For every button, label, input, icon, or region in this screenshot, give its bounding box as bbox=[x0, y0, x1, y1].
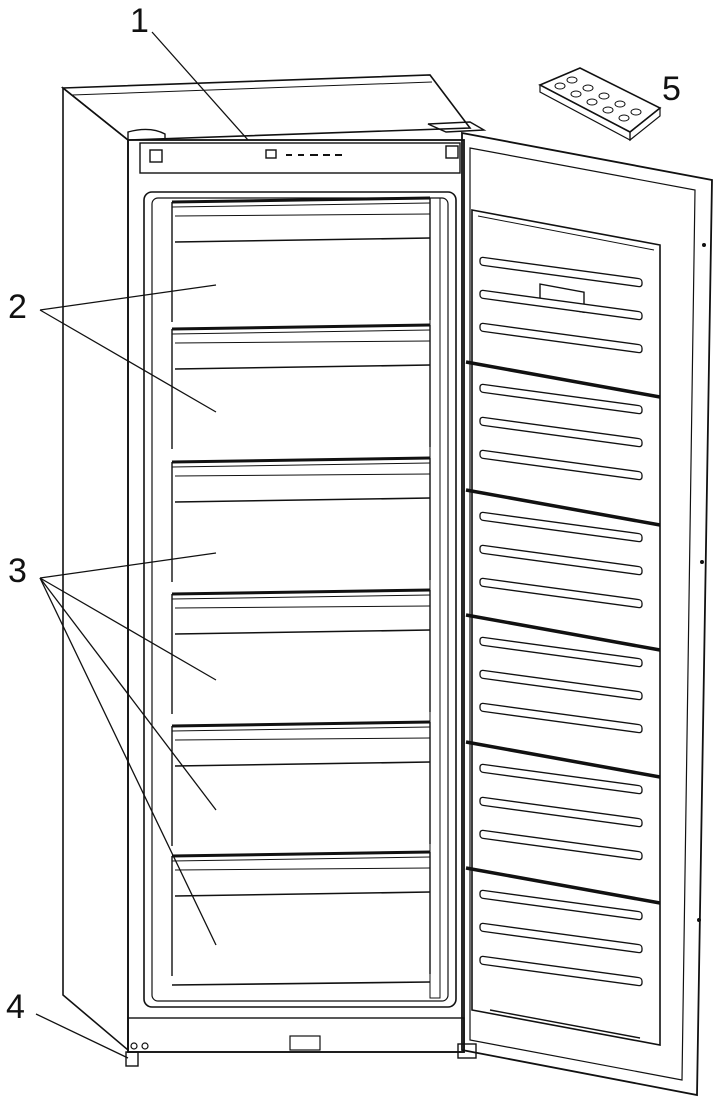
leader-1 bbox=[151, 31, 249, 141]
door-bin-5 bbox=[465, 740, 661, 861]
shelf-rail bbox=[171, 323, 431, 331]
callout-leaders bbox=[35, 31, 249, 1059]
shelf-rail bbox=[171, 196, 431, 204]
ice-tray-cell bbox=[614, 100, 626, 108]
cabinet-side-panel bbox=[62, 86, 129, 1052]
door-bin-slot bbox=[479, 669, 643, 701]
drawer-1 bbox=[171, 196, 431, 322]
callout-3: 3 bbox=[8, 552, 27, 590]
door-bin-6 bbox=[465, 866, 661, 987]
cabinet-top-panel bbox=[60, 74, 472, 141]
ice-tray-cell bbox=[566, 76, 578, 84]
door-bin-3 bbox=[465, 488, 661, 609]
door-bin-slot bbox=[479, 289, 643, 321]
leader-2b bbox=[39, 309, 217, 413]
door bbox=[427, 121, 713, 1097]
door-bin-divider bbox=[465, 866, 661, 905]
ice-tray-cell bbox=[582, 84, 594, 92]
drawer-front-edge bbox=[174, 364, 431, 370]
ice-tray-cells bbox=[554, 76, 642, 122]
door-bin-2 bbox=[465, 360, 661, 481]
door-bin-slot bbox=[479, 889, 643, 921]
door-bin-slot bbox=[479, 256, 643, 288]
ice-tray-cell bbox=[570, 90, 582, 98]
drawer-bottom-edge bbox=[171, 981, 431, 986]
callout-5: 5 bbox=[662, 70, 681, 108]
door-bin-slot bbox=[479, 383, 643, 415]
shelf-rail bbox=[171, 456, 431, 464]
shelf-rail bbox=[171, 588, 431, 596]
ice-tray-cell bbox=[598, 92, 610, 100]
drawer-2 bbox=[171, 323, 431, 449]
door-bin-slot bbox=[479, 577, 643, 609]
drawer-front-edge bbox=[174, 629, 431, 635]
control-panel-button bbox=[149, 149, 163, 163]
door-bin-divider bbox=[465, 613, 661, 652]
door-bin-slot bbox=[479, 829, 643, 861]
plinth-grille bbox=[289, 1035, 321, 1051]
door-bin-slot bbox=[479, 955, 643, 987]
ice-tray-cell bbox=[618, 114, 630, 122]
door-bin-slot bbox=[479, 322, 643, 354]
leader-3d bbox=[39, 577, 217, 946]
door-bin-slot bbox=[479, 796, 643, 828]
control-panel bbox=[139, 142, 461, 174]
door-bin-slot bbox=[479, 449, 643, 481]
callout-1: 1 bbox=[130, 2, 149, 40]
drawer-4 bbox=[171, 588, 431, 714]
ice-tray-cell bbox=[554, 82, 566, 90]
door-bin-divider bbox=[465, 488, 661, 527]
door-bin-slot bbox=[479, 636, 643, 668]
drawers-group bbox=[171, 196, 431, 986]
ice-tray-cell bbox=[602, 106, 614, 114]
door-bin-slot bbox=[479, 416, 643, 448]
door-bin-slot bbox=[479, 544, 643, 576]
door-bin-slot bbox=[479, 763, 643, 795]
door-bin-slot bbox=[479, 922, 643, 954]
leader-3b bbox=[39, 577, 217, 681]
control-panel-display bbox=[265, 149, 277, 159]
shelf-rail bbox=[171, 720, 431, 728]
cabinet bbox=[60, 74, 477, 1067]
door-bin-slot bbox=[479, 511, 643, 543]
door-bins-group bbox=[465, 256, 661, 987]
ice-tray bbox=[538, 67, 662, 142]
door-bin-1 bbox=[479, 256, 643, 354]
callout-4: 4 bbox=[6, 988, 25, 1026]
cabinet-front-frame bbox=[127, 139, 465, 1053]
drawer-3 bbox=[171, 456, 431, 582]
door-bin-divider bbox=[465, 360, 661, 399]
freezer-compartment bbox=[143, 191, 457, 1008]
drawer-front-edge bbox=[174, 891, 431, 897]
ice-tray-cell bbox=[586, 98, 598, 106]
shelf-rail bbox=[171, 850, 431, 858]
leader-4 bbox=[35, 1013, 129, 1059]
door-bin-4 bbox=[465, 613, 661, 734]
callout-labels: 1 2 3 4 5 bbox=[6, 2, 681, 1026]
callout-2: 2 bbox=[8, 288, 27, 326]
drawer-front-edge bbox=[174, 497, 431, 503]
door-bin-divider bbox=[465, 740, 661, 779]
drawer-front-edge bbox=[174, 237, 431, 243]
drawer-5 bbox=[171, 720, 431, 846]
ice-tray-cell bbox=[630, 108, 642, 116]
leader-3c bbox=[39, 577, 217, 811]
drawer-6 bbox=[171, 850, 431, 976]
bottom-plinth bbox=[127, 1017, 465, 1053]
door-outer bbox=[461, 131, 713, 1097]
leader-2a bbox=[39, 284, 217, 311]
door-bin-slot bbox=[479, 702, 643, 734]
adjustable-feet bbox=[125, 1042, 477, 1067]
leader-3a bbox=[39, 552, 217, 579]
top-hinge bbox=[127, 128, 166, 140]
drawer-front-edge bbox=[174, 761, 431, 767]
